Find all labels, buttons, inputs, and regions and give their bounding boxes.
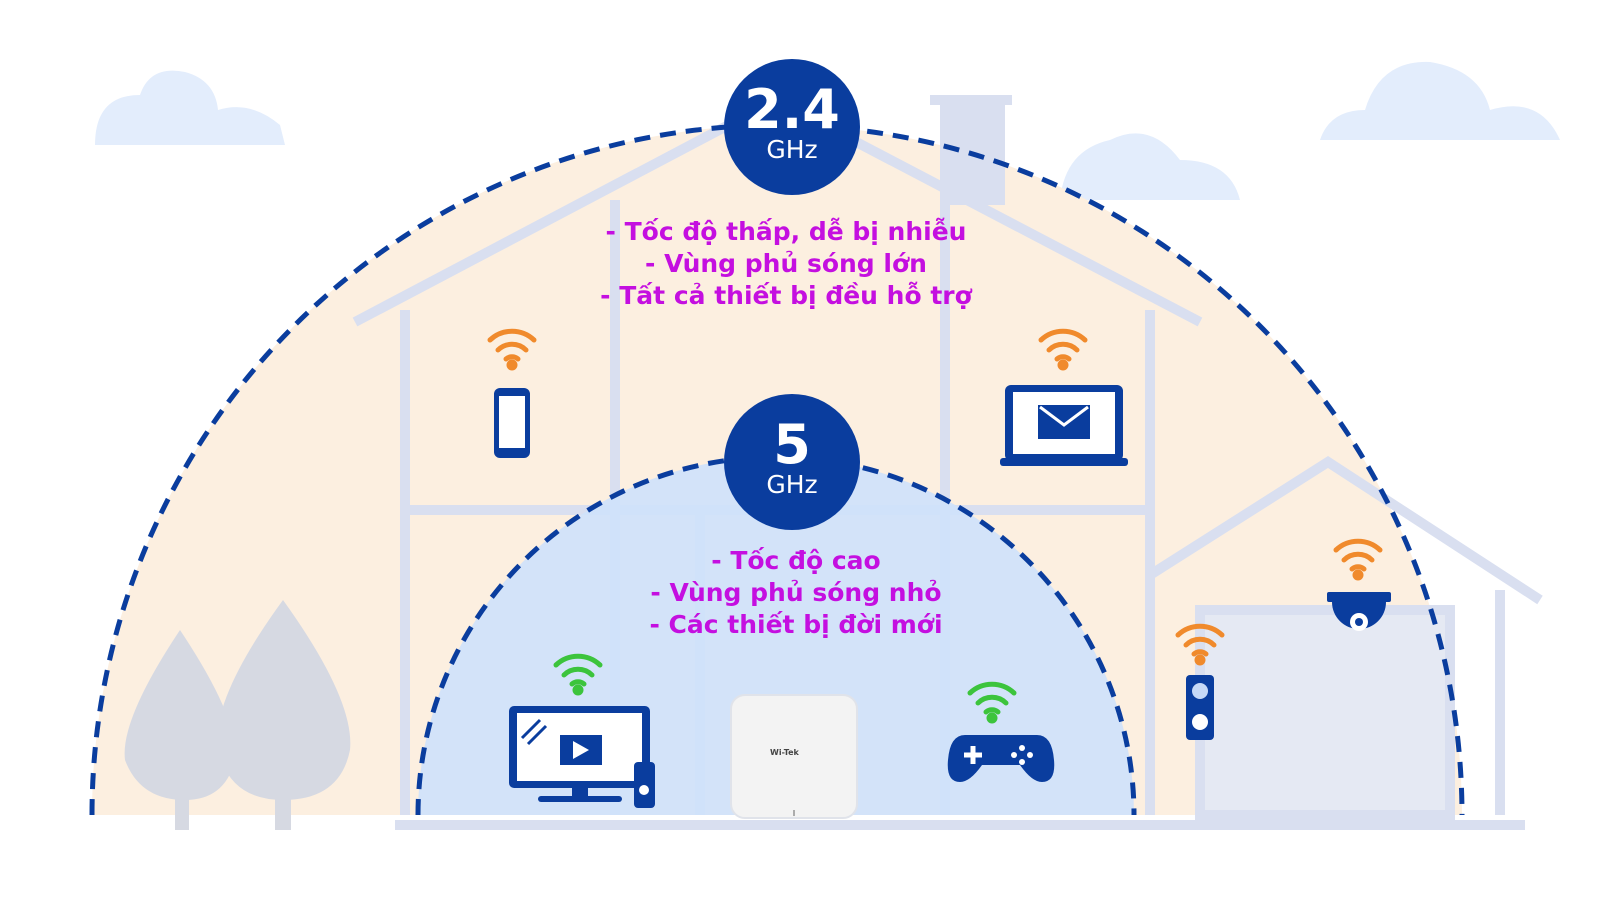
smart-tv-icon — [509, 706, 655, 808]
frequency-value: 2.4 — [744, 78, 840, 141]
doorbell-icon — [1186, 675, 1214, 740]
features-5ghz: - Tốc độ cao - Vùng phủ sóng nhỏ - Các t… — [596, 545, 996, 641]
smartphone-icon — [494, 388, 530, 458]
badge-24ghz: 2.4 GHz — [724, 59, 860, 195]
wifi-icon — [1038, 328, 1088, 371]
security-camera-icon — [1327, 592, 1391, 631]
feature-item: - Vùng phủ sóng lớn — [645, 249, 927, 278]
frequency-unit: GHz — [766, 135, 818, 164]
wifi-icon — [1175, 623, 1225, 666]
access-point-brand: Wi-Tek — [770, 748, 799, 757]
features-24ghz: - Tốc độ thấp, dễ bị nhiễu - Vùng phủ só… — [586, 216, 986, 312]
feature-item: - Tốc độ thấp, dễ bị nhiễu — [605, 217, 967, 246]
gamepad-icon — [947, 735, 1055, 782]
feature-item: - Tất cả thiết bị đều hỗ trợ — [600, 281, 972, 310]
coverage-arc-5ghz — [415, 454, 1137, 816]
wifi-icon — [967, 681, 1017, 724]
access-point-device — [730, 694, 858, 819]
feature-item: - Các thiết bị đời mới — [649, 610, 943, 639]
wifi-icon — [553, 653, 603, 696]
tree-icon — [124, 600, 351, 830]
feature-item: - Tốc độ cao — [711, 546, 881, 575]
frequency-value: 5 — [773, 413, 811, 476]
wifi-icon — [1333, 538, 1383, 581]
cloud-icon — [95, 61, 1560, 200]
laptop-email-icon — [1000, 385, 1128, 466]
feature-item: - Vùng phủ sóng nhỏ — [650, 578, 942, 607]
frequency-unit: GHz — [766, 470, 818, 499]
wifi-icon — [487, 328, 537, 371]
badge-5ghz: 5 GHz — [724, 394, 860, 530]
